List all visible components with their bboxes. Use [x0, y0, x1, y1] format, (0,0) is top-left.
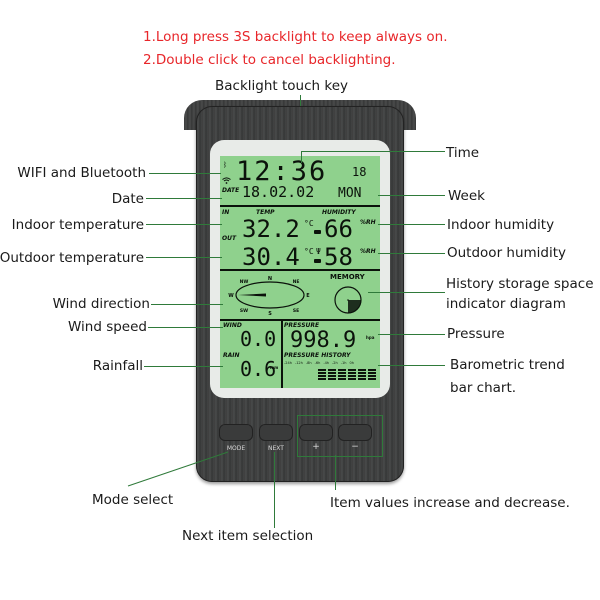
leader-line: [146, 224, 222, 225]
wind-direction-compass: N NE E SE S SW W NW: [228, 276, 310, 316]
pressure-unit: hpa: [366, 335, 375, 340]
leader-line: [368, 292, 445, 293]
pressure-history-ticks: -24h -12h -8h -6h -4h -2h -1h 0h: [284, 361, 354, 365]
svg-text:NE: NE: [293, 279, 300, 285]
vertical-divider: [281, 319, 283, 388]
pressure-display: 998.9: [290, 328, 357, 353]
callout-outdoor-humidity: Outdoor humidity: [447, 245, 567, 261]
temp-unit: °C: [304, 219, 314, 228]
minus-button[interactable]: [338, 424, 372, 441]
temp-unit: °C: [304, 247, 314, 256]
rainfall-display: 0.6: [240, 357, 277, 381]
antenna-icon: Ψ: [316, 247, 321, 256]
humidity-label: HUMIDITY: [322, 209, 356, 216]
plus-button-label: +: [312, 442, 320, 452]
instruction-note-1: 1.Long press 3S backlight to keep always…: [143, 29, 448, 45]
next-button-label: NEXT: [268, 445, 284, 452]
svg-text:SE: SE: [293, 308, 299, 314]
callout-barometric-trend-2: bar chart.: [450, 380, 517, 396]
callout-indoor-humidity: Indoor humidity: [447, 217, 555, 233]
pressure-history-label: PRESSURE HISTORY: [284, 352, 351, 359]
callout-mode-select: Mode select: [92, 492, 174, 508]
svg-text:W: W: [228, 293, 234, 299]
mode-button-label: MODE: [226, 445, 246, 452]
outdoor-label: OUT: [222, 235, 237, 242]
leader-line: [335, 455, 336, 490]
bluetooth-icon: ᛒ: [223, 161, 228, 169]
compass-n: N: [268, 276, 272, 282]
leader-line: [148, 327, 223, 328]
pressure-label: PRESSURE: [284, 322, 320, 329]
svg-text:S: S: [268, 311, 272, 316]
minus-button-label: −: [351, 442, 359, 452]
callout-wifi-bluetooth: WIFI and Bluetooth: [17, 165, 146, 181]
next-button[interactable]: [259, 424, 293, 441]
callout-indoor-temperature: Indoor temperature: [11, 217, 144, 233]
divider: [220, 269, 380, 271]
mode-button[interactable]: [219, 424, 253, 441]
wind-speed-display: 0.0: [240, 327, 277, 351]
leader-line: [378, 253, 445, 254]
rain-unit: mm: [270, 365, 279, 370]
plus-button[interactable]: [299, 424, 333, 441]
leader-line: [378, 195, 445, 196]
leader-line: [378, 365, 445, 366]
leader-line: [274, 452, 275, 528]
callout-rainfall: Rainfall: [92, 358, 143, 374]
plus-minus-highlight-box: [297, 415, 383, 457]
leader-line: [301, 151, 445, 152]
battery-icon: [314, 259, 321, 263]
leader-line: [127, 451, 229, 487]
divider: [220, 205, 380, 207]
rain-label: RAIN: [223, 352, 240, 359]
time-display: 12:36: [236, 156, 328, 187]
indoor-temperature: 32.2: [242, 215, 300, 243]
wind-label: WIND: [223, 322, 242, 329]
callout-time: Time: [446, 145, 480, 161]
callout-week: Week: [448, 188, 485, 204]
humidity-unit: %RH: [360, 248, 376, 255]
callout-history-storage-2: indicator diagram: [446, 296, 566, 312]
leader-line: [146, 198, 222, 199]
leader-line: [301, 151, 302, 163]
temp-label: TEMP: [256, 209, 275, 216]
indoor-humidity: 66: [324, 215, 353, 243]
weekday-display: MON: [338, 186, 362, 201]
instruction-note-2: 2.Double click to cancel backlighting.: [143, 52, 396, 68]
wifi-icon: [222, 169, 231, 188]
leader-line: [149, 173, 221, 174]
callout-next-item: Next item selection: [182, 528, 314, 544]
callout-date: Date: [111, 191, 144, 207]
outdoor-temperature: 30.4: [242, 243, 300, 271]
callout-plus-minus: Item values increase and decrease.: [330, 495, 570, 511]
date-display: 18.02.02: [242, 183, 315, 201]
svg-text:E: E: [306, 293, 310, 299]
svg-text:NW: NW: [240, 279, 249, 285]
divider: [220, 319, 380, 321]
leader-line: [300, 95, 301, 109]
leader-line: [378, 224, 445, 225]
lcd-screen: ᛒ 12:36 18 DATE 18.02.02 MON IN TEMP HUM…: [220, 156, 380, 388]
callout-outdoor-temperature: Outdoor temperature: [0, 250, 144, 266]
callout-backlight-touch-key: Backlight touch key: [215, 78, 348, 94]
leader-line: [146, 257, 222, 258]
callout-wind-speed: Wind speed: [67, 319, 147, 335]
leader-line: [144, 366, 223, 367]
date-label: DATE: [222, 187, 240, 194]
callout-wind-direction: Wind direction: [52, 296, 150, 312]
svg-text:SW: SW: [240, 308, 248, 314]
leader-line: [151, 304, 223, 305]
callout-barometric-trend-1: Barometric trend: [450, 357, 565, 373]
leader-line: [378, 334, 445, 335]
indoor-label: IN: [222, 209, 230, 216]
outdoor-humidity: 58: [324, 243, 353, 271]
seconds-display: 18: [352, 165, 367, 179]
memory-usage-gauge: [334, 286, 362, 314]
callout-history-storage-1: History storage space: [446, 276, 594, 292]
callout-pressure: Pressure: [447, 326, 505, 342]
memory-label: MEMORY: [330, 273, 365, 281]
battery-icon: [314, 230, 321, 234]
humidity-unit: %RH: [360, 219, 376, 226]
barometric-trend-chart: [318, 369, 376, 380]
